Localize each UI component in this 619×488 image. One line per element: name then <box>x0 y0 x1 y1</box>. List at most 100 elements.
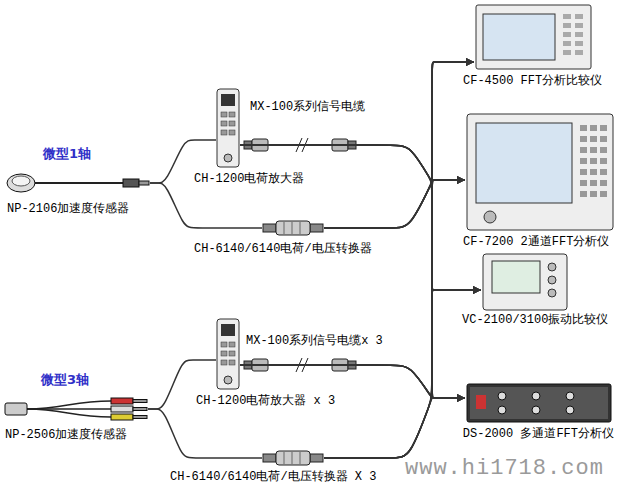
instrument-key <box>580 136 587 142</box>
instrument-body <box>476 5 591 69</box>
cable-label: MX-100系列信号电缆 <box>250 100 365 114</box>
converter-ridge <box>284 452 285 464</box>
instrument-key <box>563 32 571 37</box>
device-picture <box>262 448 324 468</box>
amplifier-connector <box>224 376 232 384</box>
charge-amplifier: CH-1200电荷放大器 x 3 <box>216 318 240 390</box>
device-picture <box>262 218 324 238</box>
signal-line <box>240 62 474 179</box>
sensor-body <box>5 403 27 415</box>
cable-plug-tip <box>133 416 147 419</box>
cable-plug <box>111 414 133 420</box>
device-label: CH-1200电荷放大器 <box>194 172 304 186</box>
amplifier-button <box>221 121 227 126</box>
converter-end <box>263 224 276 232</box>
device-label: VC-2100/3100振动比较仪 <box>462 313 608 327</box>
cable-plug-tip <box>139 181 149 185</box>
charge-amplifier: CH-1200电荷放大器 <box>216 88 240 168</box>
instrument-panel <box>470 387 608 419</box>
sensor-cable <box>27 409 111 417</box>
amplifier-button <box>221 360 227 365</box>
instrument-key <box>600 191 607 197</box>
device-picture <box>3 396 148 422</box>
signal-line <box>324 290 481 458</box>
signal-line <box>324 180 465 228</box>
sensor-top <box>12 176 30 186</box>
instrument-key <box>590 180 597 186</box>
device-picture <box>5 170 150 196</box>
instrument-key <box>600 169 607 175</box>
converter-ridge <box>292 452 293 464</box>
amplifier-button <box>229 351 235 356</box>
instrument-key <box>600 136 607 142</box>
instrument-key <box>590 125 597 131</box>
instrument: CF-7200 2通道FFT分析仪 <box>466 113 614 231</box>
instrument-key <box>590 147 597 153</box>
instrument-key <box>575 14 583 19</box>
instrument-connector <box>566 406 574 414</box>
amplifier-button <box>221 342 227 347</box>
instrument-key <box>600 147 607 153</box>
amplifier-connector <box>224 154 232 162</box>
signal-line <box>240 62 474 395</box>
converter-body <box>276 451 310 465</box>
device-label: CH-6140/6140电荷/电压转换器 <box>194 242 372 256</box>
instrument-knob <box>548 263 556 271</box>
instrument-key <box>580 169 587 175</box>
converter-body <box>276 221 310 235</box>
instrument-key <box>580 147 587 153</box>
converter-end <box>263 454 276 462</box>
converter-ridge <box>292 222 293 234</box>
converter-ridge <box>284 222 285 234</box>
instrument-key <box>580 191 587 197</box>
instrument-key <box>563 23 571 28</box>
signal-line <box>324 62 474 228</box>
instrument-key <box>580 158 587 164</box>
instrument: CF-4500 FFT分析比较仪 <box>475 4 592 70</box>
converter: CH-6140/6140电荷/电压转换器 X 3 <box>262 448 324 468</box>
instrument-knob <box>548 289 556 297</box>
axis-label: 微型1轴 <box>43 146 91 162</box>
instrument-knob <box>548 276 556 284</box>
cable-plug <box>111 398 133 404</box>
signal-line <box>240 145 481 290</box>
axis-label: 微型3轴 <box>41 372 89 388</box>
instrument-key <box>575 32 583 37</box>
instrument-key <box>575 23 583 28</box>
instrument-key <box>563 14 571 19</box>
sensor-cable <box>27 401 111 409</box>
instrument-key <box>563 50 571 55</box>
sensor-cable <box>33 182 125 184</box>
cable-plug-tip <box>133 400 147 403</box>
amplifier-button <box>229 342 235 347</box>
instrument-body <box>467 114 613 230</box>
cable-plug <box>123 179 139 187</box>
accelerometer: 微型3轴NP-2506加速度传感器 <box>3 396 148 422</box>
device-picture <box>466 383 612 423</box>
converter: CH-6140/6140电荷/电压转换器 <box>262 218 324 238</box>
converter-ridge <box>300 222 301 234</box>
device-label: CH-6140/6140电荷/电压转换器 X 3 <box>170 470 376 484</box>
device-label: NP-2506加速度传感器 <box>5 428 127 442</box>
converter-end <box>310 454 323 462</box>
instrument-connector <box>532 406 540 414</box>
instrument-knob <box>484 211 496 223</box>
instrument: VC-2100/3100振动比较仪 <box>482 253 568 311</box>
amplifier-button <box>221 351 227 356</box>
device-picture <box>482 253 568 311</box>
amplifier-body <box>217 319 239 389</box>
instrument-key <box>590 169 597 175</box>
signal-line <box>324 186 465 398</box>
amplifier-body <box>217 89 239 167</box>
device-label: CF-7200 2通道FFT分析仪 <box>463 235 609 249</box>
cable-label: MX-100系列信号电缆x 3 <box>246 334 383 348</box>
instrument: DS-2000 多通道FFT分析仪 <box>466 383 612 423</box>
instrument-connector <box>498 406 506 414</box>
cable-plug-tip <box>133 408 147 411</box>
accelerometer: 微型1轴NP-2106加速度传感器 <box>5 170 150 196</box>
device-label: NP-2106加速度传感器 <box>7 202 129 216</box>
amplifier-button <box>229 121 235 126</box>
instrument-key <box>590 191 597 197</box>
signal-line <box>324 180 465 458</box>
